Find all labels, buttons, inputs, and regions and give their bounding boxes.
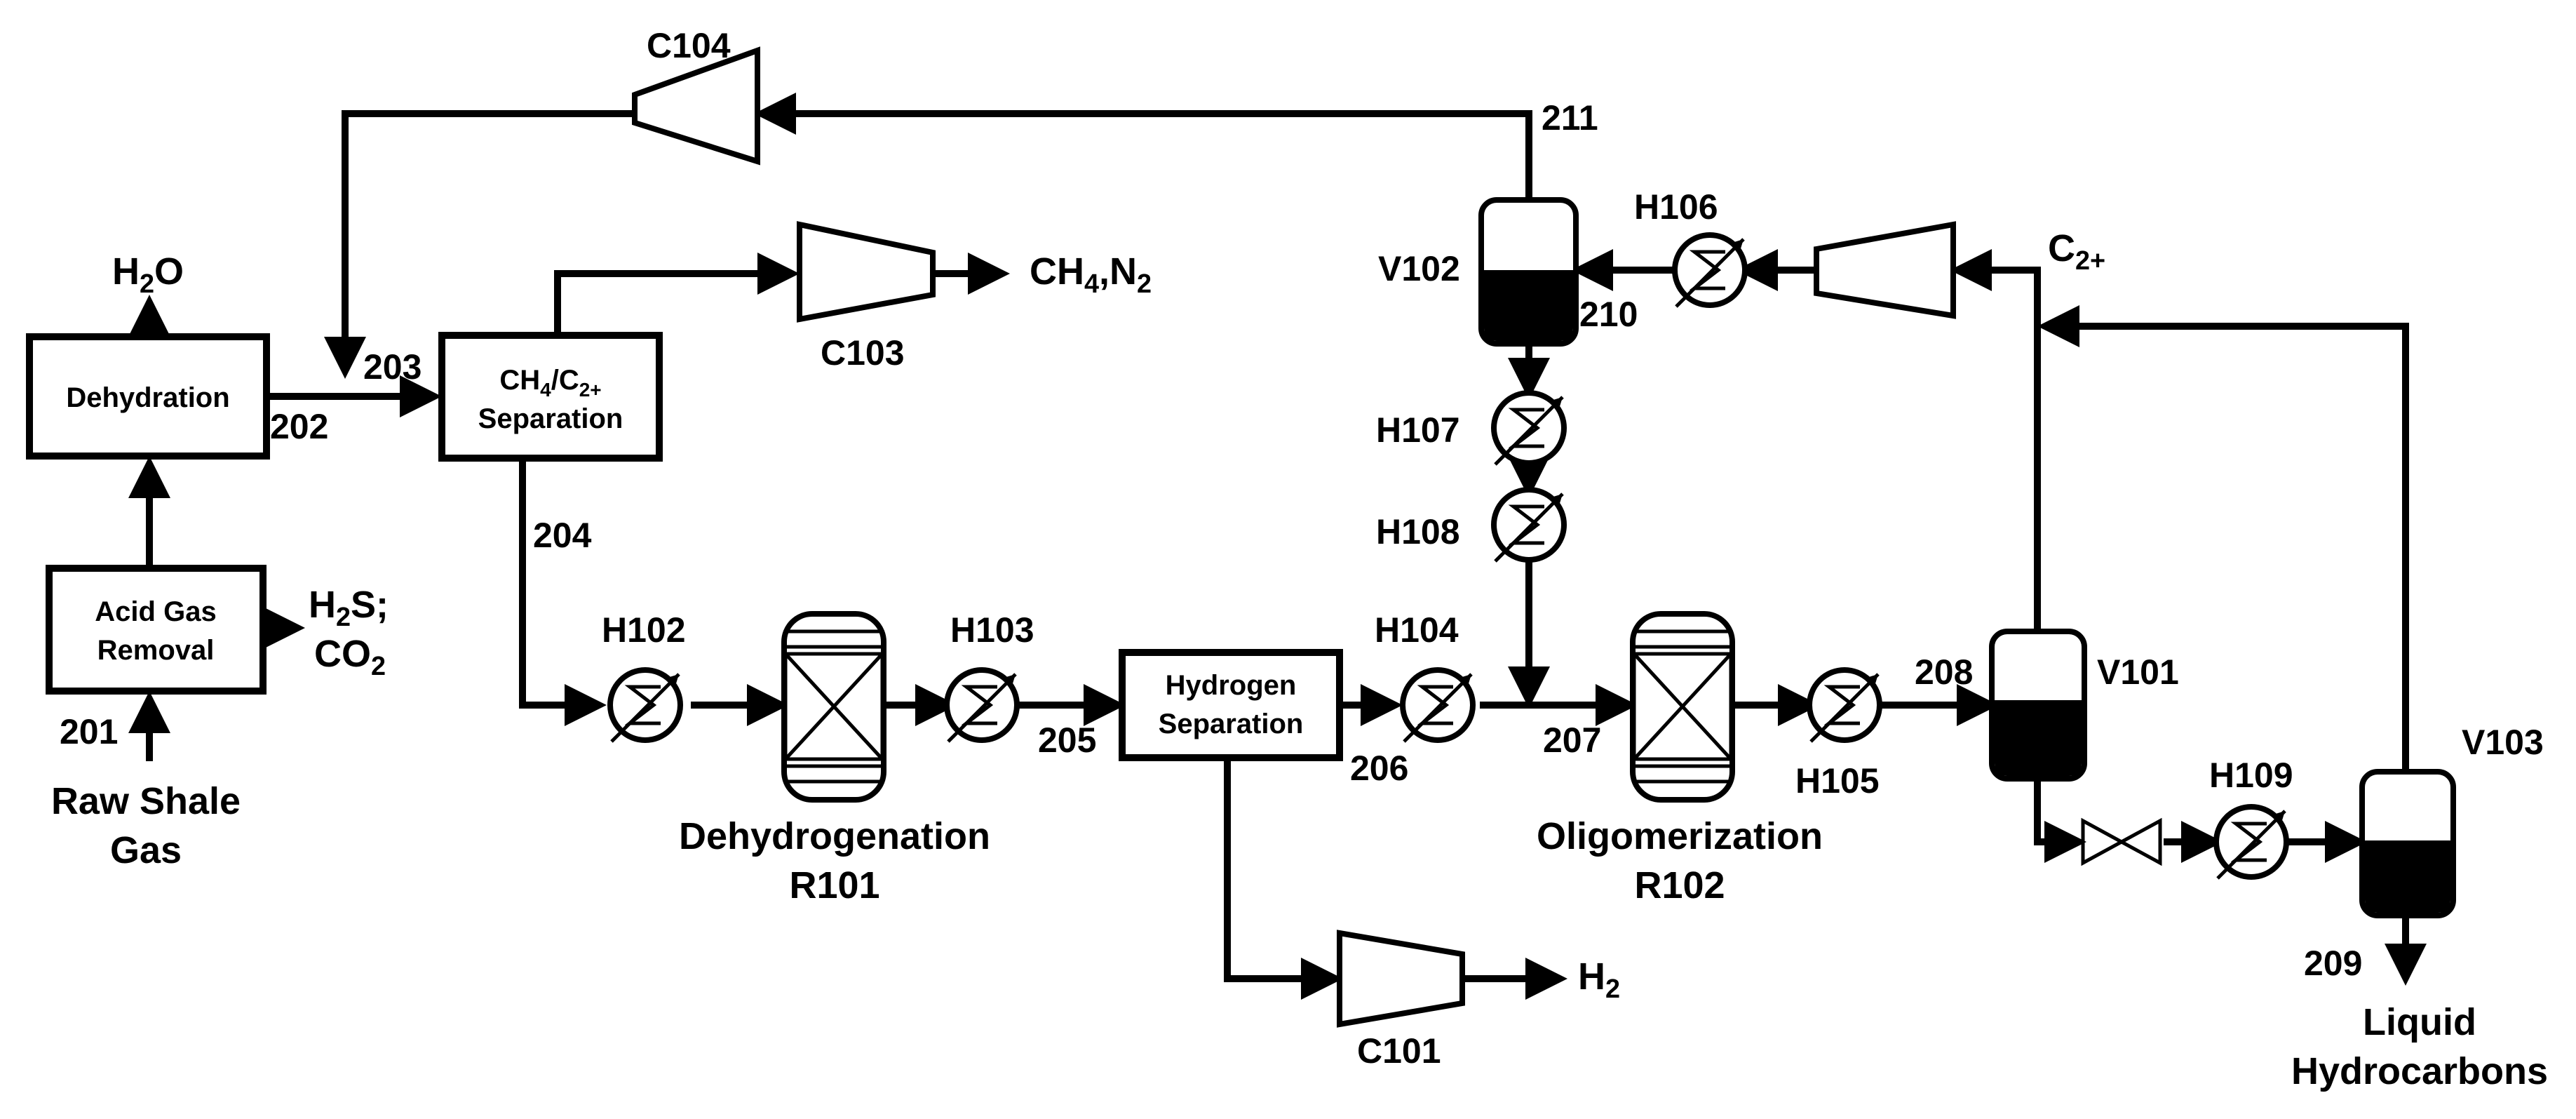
reactor-r101 — [781, 611, 886, 803]
liquid-hydrocarbons-label-2: Hydrocarbons — [2291, 1050, 2548, 1092]
hydrogen-separation-label-1: Hydrogen — [1166, 670, 1297, 701]
h106-label: H106 — [1634, 187, 1718, 227]
stream-v101-bottom-line — [2034, 779, 2086, 863]
ch4n2-n: ,N — [1099, 250, 1137, 293]
r101-id-label: R101 — [789, 864, 879, 906]
heat-exchanger-h107 — [1494, 393, 1564, 464]
r102-id-label: R102 — [1634, 864, 1725, 906]
stream-to-c101-line — [1224, 758, 1343, 1000]
co2-label: CO2 — [314, 633, 386, 681]
h2-product-label: H2 — [1578, 956, 1620, 1004]
h102-label: H102 — [602, 610, 686, 650]
c103-label: C103 — [821, 333, 905, 373]
stream-to-c103-line — [554, 253, 800, 335]
ch4-c2-separation-label-1: CH4/C2+ — [499, 365, 601, 401]
stream-207-label: 207 — [1543, 721, 1601, 760]
dehydration-unit — [26, 333, 270, 460]
vessel-v101 — [1989, 629, 2087, 782]
heat-exchanger-h106 — [1675, 235, 1745, 307]
stream-210-label: 210 — [1579, 295, 1638, 334]
ch4-c2-sep-sub2plus: 2+ — [579, 379, 602, 401]
hydrogen-separation-unit — [1119, 649, 1343, 761]
stream-206-label: 206 — [1350, 749, 1408, 788]
compressor-c103 — [797, 221, 936, 323]
water-sub2: 2 — [140, 269, 154, 299]
stream-205-label: 205 — [1038, 721, 1096, 760]
raw-shale-gas-label-1: Raw Shale — [51, 780, 241, 822]
h105-label: H105 — [1795, 761, 1880, 800]
c2plus-label: C2+ — [2048, 227, 2105, 276]
dehydration-label: Dehydration — [66, 382, 229, 413]
r101-name-label: Dehydrogenation — [679, 815, 990, 857]
v101-label: V101 — [2097, 652, 2179, 692]
h107-label: H107 — [1376, 410, 1460, 450]
stream-208-label: 208 — [1915, 652, 1973, 692]
stream-204-label: 204 — [533, 516, 592, 555]
stream-202-label: 202 — [270, 407, 328, 446]
c2plus-c: C — [2048, 227, 2075, 269]
ch4n2-sub4: 4 — [1084, 269, 1099, 299]
compressor-c2plus — [1814, 221, 1956, 319]
r102-name-label: Oligomerization — [1537, 815, 1823, 857]
heat-exchanger-h104 — [1403, 670, 1473, 742]
h2s-s: S; — [351, 584, 389, 626]
vessel-v103 — [2359, 769, 2456, 918]
ch4-c2-separation-label-2: Separation — [478, 403, 623, 434]
stream-v103-recycle-line — [2037, 305, 2409, 775]
stream-c2plus-line — [1950, 249, 2041, 635]
heat-exchanger-h105 — [1809, 670, 1880, 742]
stream-203-label: 203 — [363, 347, 422, 387]
v102-label: V102 — [1378, 249, 1460, 288]
vessel-v102 — [1478, 197, 1579, 347]
co2-co: CO — [314, 633, 371, 675]
stream-201-label: 201 — [60, 712, 118, 751]
heat-exchanger-h102 — [610, 670, 680, 742]
hydrogen-separation-label-2: Separation — [1159, 709, 1304, 739]
compressor-c101 — [1337, 930, 1465, 1028]
liquid-hydrocarbons-label-1: Liquid — [2363, 1001, 2476, 1043]
h2s-sub2: 2 — [336, 603, 351, 632]
h2-h: H — [1578, 956, 1605, 998]
co2-sub2: 2 — [371, 652, 386, 681]
h103-label: H103 — [950, 610, 1034, 650]
h109-label: H109 — [2209, 756, 2293, 795]
ch4-c2-separation-unit — [438, 332, 663, 462]
h2-sub2: 2 — [1605, 974, 1620, 1004]
h2s-label: H2S; — [309, 584, 389, 632]
c2plus-sub: 2+ — [2075, 246, 2105, 276]
h104-label: H104 — [1375, 610, 1459, 650]
ch4-c2-sep-ch: CH — [499, 365, 540, 396]
throttle-valve — [2081, 817, 2162, 866]
c104-label: C104 — [647, 26, 731, 65]
ch4n2-sub2: 2 — [1137, 269, 1152, 299]
water-h: H — [112, 250, 140, 293]
heat-exchanger-h103 — [947, 670, 1017, 742]
acid-gas-label-1: Acid Gas — [95, 596, 216, 627]
compressor-c104 — [632, 46, 760, 166]
stream-c104-recycle-line — [324, 110, 635, 379]
ch4-c2-sep-sub4: 4 — [540, 379, 551, 401]
water-o: O — [154, 250, 184, 293]
h2s-h: H — [309, 584, 336, 626]
v103-label: V103 — [2462, 723, 2544, 762]
h108-label: H108 — [1376, 512, 1460, 551]
heat-exchanger-h108 — [1494, 490, 1564, 561]
acid-gas-label-2: Removal — [97, 635, 215, 666]
stream-211-label: 211 — [1542, 98, 1598, 138]
stream-204-line — [519, 460, 607, 726]
raw-shale-gas-label-2: Gas — [110, 829, 182, 871]
c101-label: C101 — [1357, 1031, 1441, 1071]
acid-gas-removal-unit — [46, 565, 267, 695]
heat-exchanger-h109 — [2216, 807, 2286, 878]
ch4-n2-label: CH4,N2 — [1030, 250, 1152, 299]
reactor-r102 — [1630, 611, 1735, 803]
stream-209-label: 209 — [2304, 944, 2362, 983]
ch4n2-ch: CH — [1030, 250, 1084, 293]
ch4-c2-sep-c: /C — [551, 365, 579, 396]
water-label: H2O — [112, 250, 184, 299]
stream-211-line — [754, 93, 1532, 200]
